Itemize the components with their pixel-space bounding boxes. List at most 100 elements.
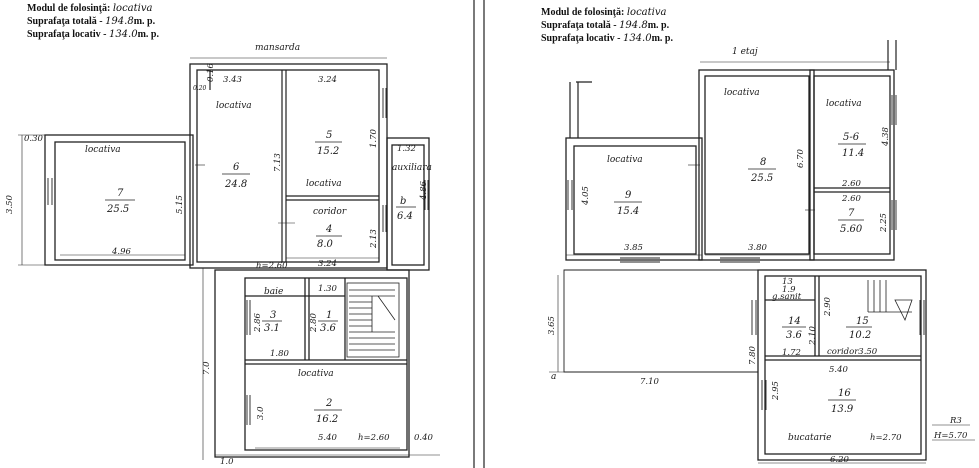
room-13-area: 1.9	[782, 285, 796, 295]
room-8-type: locativa	[724, 88, 760, 98]
room-3-type: baie	[264, 287, 283, 297]
right-windows	[567, 95, 925, 410]
left-floor-label: mansarda	[255, 43, 300, 53]
room-5-number: 5	[326, 130, 332, 141]
dim-right-8: 3.65	[547, 316, 557, 335]
left-living-value: 134.0	[108, 29, 138, 40]
dim-right-17: 6.20	[830, 455, 850, 465]
room-4-number: 4	[325, 224, 332, 235]
right-plan-labels: 1 etaj locativa 9 15.4 locativa 8 25.5 l…	[547, 47, 968, 465]
dim-left-12: 2.13	[369, 229, 379, 249]
dim-right-15: 2.95	[771, 381, 781, 401]
room-7-number: 7	[117, 188, 124, 199]
left-total-line: Suprafaţa totală - 194.8m. p.	[27, 16, 156, 27]
left-living-line: Suprafaţa locativ - 134.0m. p.	[27, 29, 159, 40]
dim-right-12: 1.72	[782, 348, 801, 358]
room-5-6-area: 11.4	[842, 148, 864, 159]
dim-right-5: 2.60	[841, 179, 862, 189]
dim-left-19: 7.0	[202, 361, 212, 375]
dim-left-13: h=2.60	[256, 261, 288, 271]
room-3-number: 3	[270, 310, 276, 321]
dim-right-19: a	[551, 372, 556, 382]
right-dimension-lines	[549, 61, 975, 464]
dim-right-16: h=2.70	[870, 433, 902, 443]
dim-left-23: 0.40	[414, 433, 434, 443]
dim-left-24: 1.0	[220, 457, 234, 467]
right-use-line: Modul de folosinţă: locativa	[541, 7, 667, 18]
dim-right-6: 2.60	[841, 194, 862, 204]
left-interior-walls	[209, 70, 379, 262]
room-3-area: 3.1	[264, 323, 280, 334]
room-16-number: 16	[838, 388, 851, 399]
room-9-type: locativa	[607, 155, 643, 165]
left-use-value: locativa	[112, 3, 153, 14]
dim-left-0: 0.30	[24, 134, 44, 144]
dim-left-21: 5.40	[318, 433, 338, 443]
dim-right-7: 2.25	[879, 213, 889, 233]
right-floor-plan	[549, 40, 975, 464]
room-15-number: 15	[856, 316, 869, 327]
right-header: Modul de folosinţă: locativa Suprafaţa t…	[541, 6, 673, 45]
dim-left-5: 0.16	[206, 62, 216, 82]
right-stub-walls	[569, 40, 897, 138]
room-6-number: 6	[233, 162, 240, 173]
room-b-area: 6.4	[397, 211, 413, 222]
left-stair	[346, 282, 400, 358]
left-dimension-lines	[18, 57, 440, 460]
dim-left-2: 4.96	[111, 247, 132, 257]
room-b-type: auxiliara	[392, 163, 432, 173]
room-2-number: 2	[325, 398, 332, 409]
dim-right-0: 4.05	[581, 186, 591, 206]
right-upper-walls	[565, 69, 895, 261]
dim-left-18: 1.80	[270, 349, 290, 359]
room-13-number: 13	[782, 277, 793, 287]
room-13-type: g.sanit	[772, 292, 802, 302]
dim-right-2: 6.70	[796, 148, 806, 168]
room-8-area: 25.5	[750, 173, 773, 184]
right-living-value: 134.0	[622, 33, 652, 44]
dim-left-6: 0.20	[193, 85, 207, 92]
room-14-area: 3.6	[786, 330, 803, 341]
right-lower-walls	[563, 269, 927, 461]
left-use-line: Modul de folosinţă: locativa	[27, 3, 153, 14]
room-14-number: 14	[788, 316, 801, 327]
dim-left-10: 1.32	[397, 144, 416, 154]
dim-left-14: 3.24	[318, 259, 337, 269]
dim-left-8: 1.70	[369, 128, 379, 148]
dim-left-11: 4.86	[419, 180, 429, 201]
right-living-line: Suprafaţa locativ - 134.0m. p.	[541, 33, 673, 44]
room-5-6-type: locativa	[826, 99, 862, 109]
room-7-type: locativa	[85, 145, 121, 155]
dim-right-18: 7.80	[748, 345, 758, 365]
right-total-value: 194.8	[619, 20, 648, 31]
dim-left-3: 5.15	[175, 195, 185, 214]
dim-left-16: 2.80	[309, 312, 319, 333]
room-b-number: b	[400, 196, 406, 207]
room-7r-number: 7	[848, 208, 855, 219]
dim-right-10: 2.90	[823, 296, 833, 317]
room-2-area: 16.2	[316, 414, 338, 425]
dim-right-1: 3.85	[624, 243, 643, 253]
dim-left-17: 1.30	[318, 284, 338, 294]
room-5-type: locativa	[306, 179, 342, 189]
left-header: Modul de folosinţă: locativa Suprafaţa t…	[27, 2, 159, 41]
room-4-type: coridor	[313, 207, 347, 217]
room-8-number: 8	[760, 157, 766, 168]
room-6-type: locativa	[216, 101, 252, 111]
left-floor-plan	[18, 57, 440, 460]
dim-right-20: H=5.70	[933, 431, 968, 441]
dim-left-15: 2.86	[253, 312, 263, 333]
left-windows	[47, 88, 429, 425]
room-7r-area: 5.60	[840, 224, 863, 235]
room-4-area: 8.0	[317, 239, 334, 250]
left-plan-labels: mansarda locativa 7 25.5 locativa 6 24.8…	[5, 43, 434, 467]
room-2-type: locativa	[298, 369, 334, 379]
room-5-6-number: 5-6	[843, 132, 860, 143]
left-total-value: 194.8	[105, 16, 134, 27]
dim-right-4: 4.38	[881, 126, 891, 147]
dim-right-14: 5.40	[829, 365, 849, 375]
right-use-value: locativa	[626, 7, 667, 18]
dim-right-21: R3	[949, 416, 962, 426]
room-16-area: 13.9	[831, 404, 854, 415]
dim-right-13: coridor3.50	[827, 347, 878, 357]
